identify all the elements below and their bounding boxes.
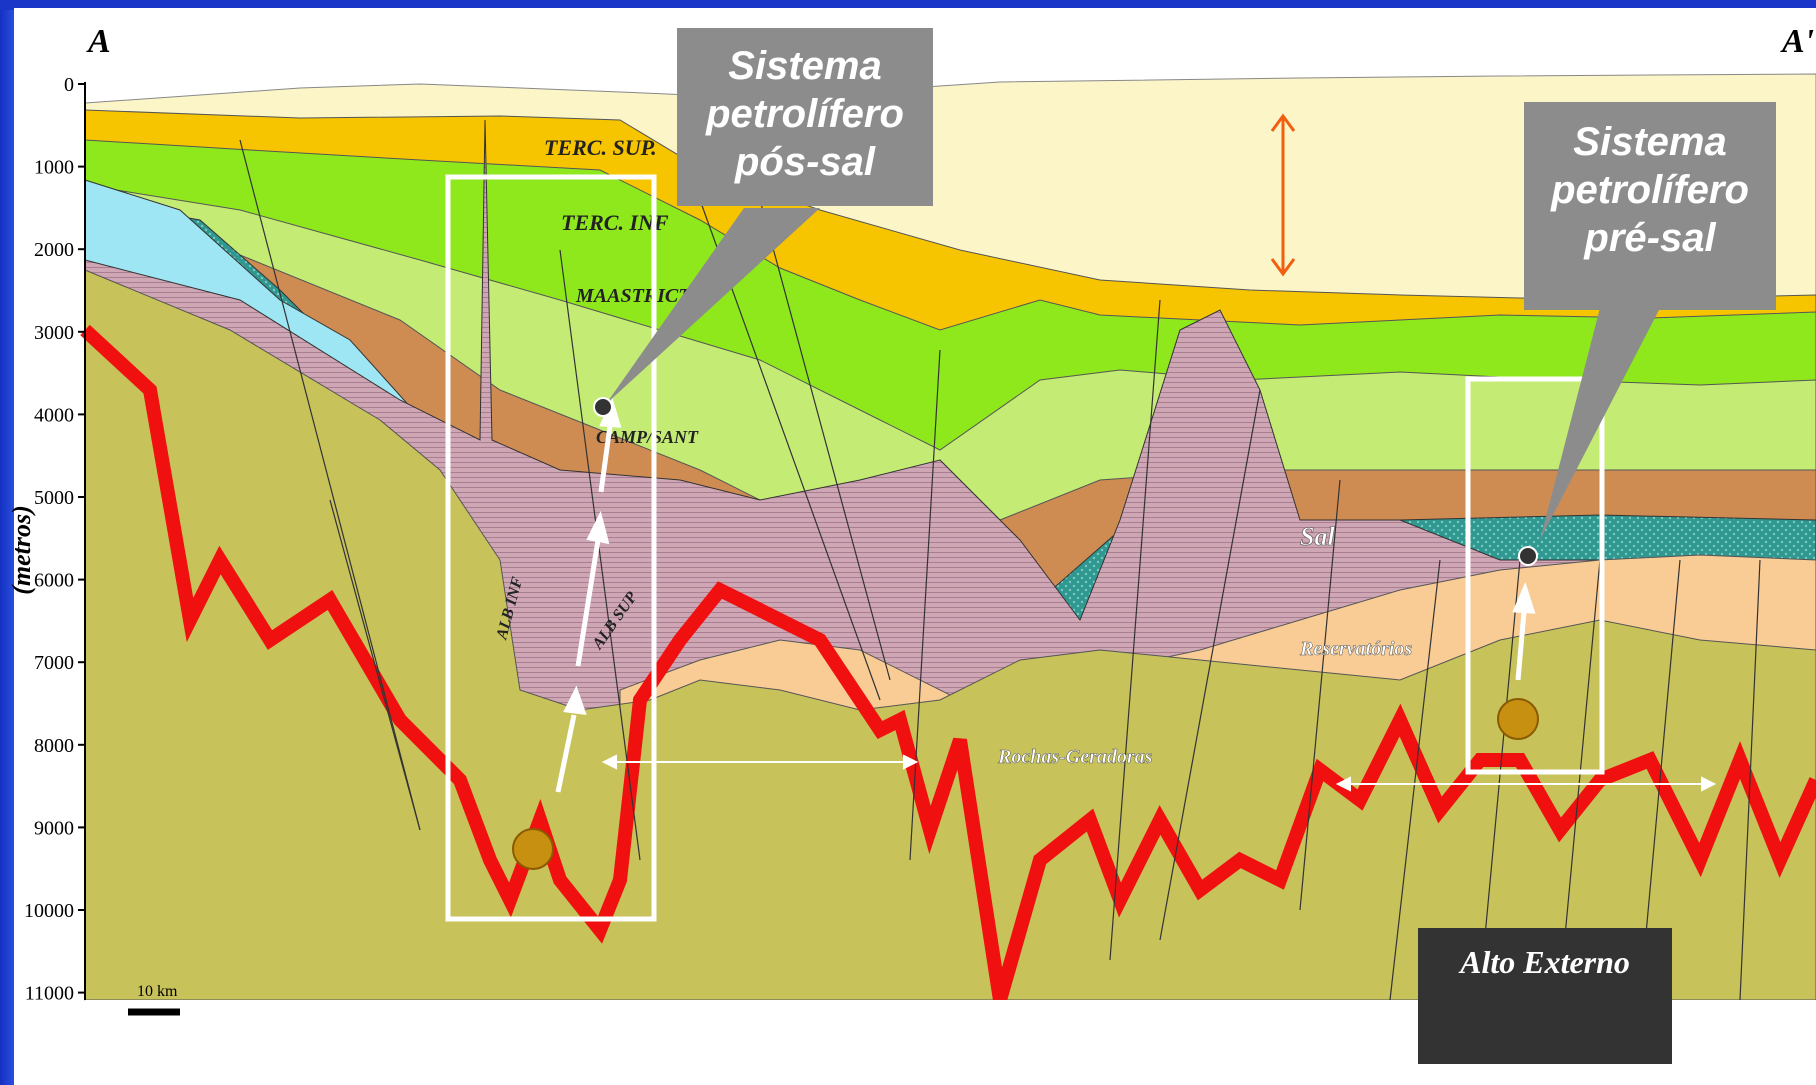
alto-externo-box: Alto Externo [1418,928,1672,1064]
fault-lines [239,139,1761,1001]
pre-sal-trap-dot [1518,546,1538,566]
scale-bar-label: 10 km [137,983,178,1000]
pos-sal-source-dot [512,828,554,870]
pre-sal-callout-line-1: Sistema [1573,120,1727,164]
annotation-rochas-geradoras: Rochas-Geradoras [997,746,1153,768]
annotation-reservatorios: Reservatórios [1299,638,1412,660]
migration-arrows [555,398,1536,793]
y-tick-label: 5000 [34,487,74,509]
pos-sal-callout: Sistema petrolífero pós-sal [677,28,933,206]
pos-sal-callout-line-1: Sistema [728,44,882,88]
slide-left-border [0,0,14,1085]
pre-sal-callout: Sistema petrolífero pré-sal [1524,102,1776,310]
unit-label-maastrict: MAASTRICT [575,285,691,307]
water-depth-arrow [1270,113,1296,277]
y-tick-label: 11000 [25,983,74,1005]
pos-sal-highlight-box [445,174,657,922]
source-rock-layer [84,269,1816,1001]
pos-sal-trap-dot [593,397,613,417]
y-tick-label: 8000 [34,735,74,757]
extent-arrows [601,754,1717,792]
y-tick-label: 6000 [34,570,74,592]
unit-label-camp-sant: CAMP/SANT [596,427,699,447]
y-tick-label: 0 [64,74,74,96]
pre-sal-highlight-box [1465,376,1605,775]
basement-red-line [80,324,1816,1002]
pos-sal-callout-pointer [606,208,820,404]
pre-sal-callout-pointer [1540,308,1660,540]
y-tick-label: 7000 [34,652,74,674]
y-axis-ticks: 0 1000 2000 3000 4000 5000 6000 7000 8000 9000 100… [24,74,85,1005]
y-tick-label: 2000 [34,239,74,261]
y-axis-label: (metros) [7,505,36,595]
unit-label-terc-sup: TERC. SUP. [544,135,657,160]
y-tick-label: 10000 [24,900,74,922]
section-end-label: A' [1780,23,1814,60]
annotation-sal: Sal [1300,522,1335,551]
pre-sal-callout-line-3: pré-sal [1584,216,1716,260]
unit-label-terc-inf: TERC. INF [561,210,669,235]
section-start-label: A [86,23,111,60]
pre-sal-callout-line-2: petrolífero [1551,168,1749,212]
y-tick-label: 3000 [34,322,74,344]
y-tick-label: 9000 [34,817,74,839]
alto-externo-label: Alto Externo [1460,944,1630,980]
pos-sal-callout-line-2: petrolífero [706,92,904,136]
pos-sal-callout-line-3: pós-sal [734,140,876,184]
y-tick-label: 4000 [34,404,74,426]
y-tick-label: 1000 [34,157,74,179]
pre-sal-source-dot [1497,698,1539,740]
slide-top-border [0,0,1816,10]
